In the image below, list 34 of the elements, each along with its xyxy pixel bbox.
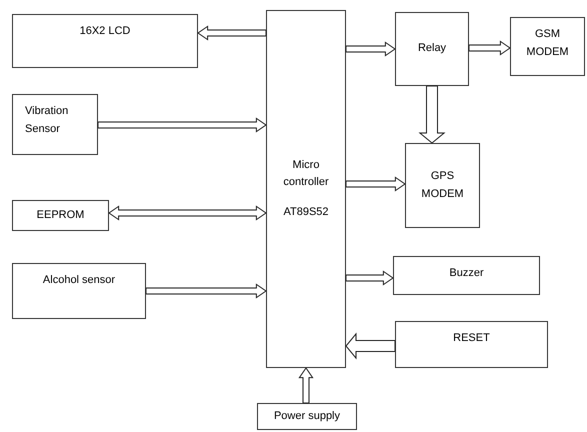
block-arrow bbox=[418, 86, 446, 144]
block-label: GPS MODEM bbox=[420, 168, 465, 202]
block-box bbox=[257, 403, 357, 430]
block-label: Micro controller bbox=[282, 158, 330, 190]
block-arrow bbox=[345, 332, 396, 360]
block-arrow bbox=[108, 205, 267, 221]
block-label: Buzzer bbox=[448, 266, 485, 281]
block-box bbox=[405, 143, 480, 228]
block-label: Power supply bbox=[272, 408, 342, 424]
block-label: AT89S52 bbox=[282, 204, 330, 220]
block-arrow bbox=[146, 283, 267, 299]
block-label: Alcohol sensor bbox=[42, 273, 116, 288]
block-box bbox=[12, 200, 109, 231]
block-box bbox=[393, 256, 540, 295]
block-box bbox=[395, 12, 469, 86]
block-arrow bbox=[197, 25, 266, 41]
block-label: EEPROM bbox=[36, 208, 86, 223]
block-box bbox=[12, 14, 198, 68]
block-box bbox=[12, 94, 98, 155]
block-label: RESET bbox=[452, 331, 491, 346]
block-box bbox=[12, 263, 146, 319]
block-arrow bbox=[468, 40, 511, 56]
block-label: Vibration Sensor bbox=[24, 104, 70, 137]
block-arrow bbox=[346, 270, 394, 286]
block-arrow bbox=[98, 117, 267, 133]
block-label: GSM MODEM bbox=[525, 27, 570, 60]
block-label: 16X2 LCD bbox=[78, 24, 132, 39]
block-arrow bbox=[346, 41, 396, 57]
block-arrow bbox=[346, 176, 406, 192]
block-box bbox=[395, 321, 548, 368]
block-box bbox=[266, 10, 346, 368]
block-label: Relay bbox=[416, 41, 448, 56]
block-arrow bbox=[298, 367, 314, 404]
block-box bbox=[510, 17, 585, 76]
